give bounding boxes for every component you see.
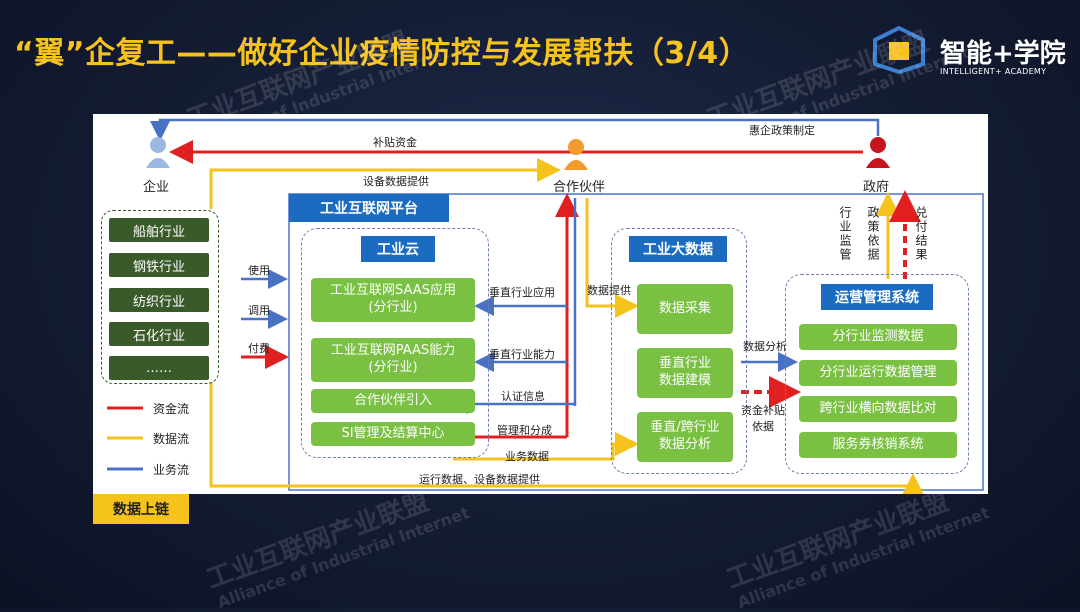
industry-item: 纺织行业	[109, 288, 209, 312]
logo-icon	[873, 25, 925, 75]
bigdata-group	[611, 228, 747, 474]
cloud-item-partner-intro: 合作伙伴引入	[311, 389, 475, 413]
government-label: 政府	[863, 180, 890, 195]
auth-label: 认证信息	[501, 390, 545, 403]
cloud-item-saas: 工业互联网SAAS应用 (分行业)	[311, 278, 475, 322]
data-chain-tag: 数据上链	[93, 494, 189, 524]
logo-subtitle: INTELLIGENT+ ACADEMY	[940, 67, 1047, 76]
business-data-label: 业务数据	[505, 450, 549, 463]
partner-label: 合作伙伴	[553, 180, 606, 195]
manage-label: 管理和分成	[497, 424, 552, 437]
ops-item: 分行业运行数据管理	[799, 360, 957, 386]
device-data-label: 设备数据提供	[363, 175, 429, 188]
gov-policy-label: 政策依据	[866, 206, 880, 262]
industry-group	[101, 210, 219, 384]
ops-item: 跨行业横向数据比对	[799, 396, 957, 422]
flow-arrows	[107, 118, 984, 494]
partner-icon	[563, 138, 589, 174]
industry-item: 钢铁行业	[109, 253, 209, 277]
industry-item: 石化行业	[109, 322, 209, 346]
cloud-item-si: SI管理及结算中心	[311, 422, 475, 446]
ops-header: 运营管理系统	[821, 284, 933, 310]
ops-data-label: 运行数据、设备数据提供	[419, 473, 540, 486]
platform-header: 工业互联网平台	[289, 194, 449, 222]
government-icon	[865, 136, 891, 172]
enterprise-label: 企业	[143, 180, 170, 195]
cloud-group	[301, 228, 489, 458]
industry-item: ……	[109, 356, 209, 380]
bigdata-header: 工业大数据	[629, 236, 727, 262]
bigdata-item-collect: 数据采集	[637, 284, 733, 334]
legend-business: 业务流	[153, 463, 190, 477]
industry-item: 船舶行业	[109, 218, 209, 242]
ops-item: 分行业监测数据	[799, 324, 957, 350]
subsidy-basis-label: 资金补贴 依据	[741, 404, 785, 433]
call-label: 调用	[248, 304, 270, 317]
vertical-app-label: 垂直行业应用	[489, 286, 555, 299]
cloud-item-paas: 工业互联网PAAS能力 (分行业)	[311, 338, 475, 382]
legend-data: 数据流	[153, 432, 190, 446]
ops-group	[785, 274, 969, 474]
logo-text: 智能+学院	[940, 39, 1066, 69]
enterprise-icon	[145, 136, 171, 172]
policy-label: 惠企政策制定	[749, 124, 815, 137]
bigdata-item-model: 垂直行业 数据建模	[637, 348, 733, 398]
use-label: 使用	[248, 264, 270, 277]
vertical-ability-label: 垂直行业能力	[489, 348, 555, 361]
diagram-panel: 企业 合作伙伴 政府 补贴资金 惠企政策制定 设备数据提供 船舶行业 钢铁行业 …	[93, 114, 988, 494]
bigdata-item-analysis: 垂直/跨行业 数据分析	[637, 412, 733, 462]
subsidy-label: 补贴资金	[373, 136, 417, 149]
gov-industry-label: 行业监管	[838, 206, 852, 262]
page-title: “翼”企复工——做好企业疫情防控与发展帮扶（3/4）	[14, 36, 750, 71]
pay-label: 付费	[248, 342, 270, 355]
cloud-header: 工业云	[361, 236, 435, 262]
data-analysis-label: 数据分析	[743, 340, 787, 353]
legend-money: 资金流	[153, 402, 190, 416]
ops-item: 服务券核销系统	[799, 432, 957, 458]
gov-pay-label: 兑付结果	[914, 206, 928, 262]
data-provide-label: 数据提供	[587, 284, 631, 297]
